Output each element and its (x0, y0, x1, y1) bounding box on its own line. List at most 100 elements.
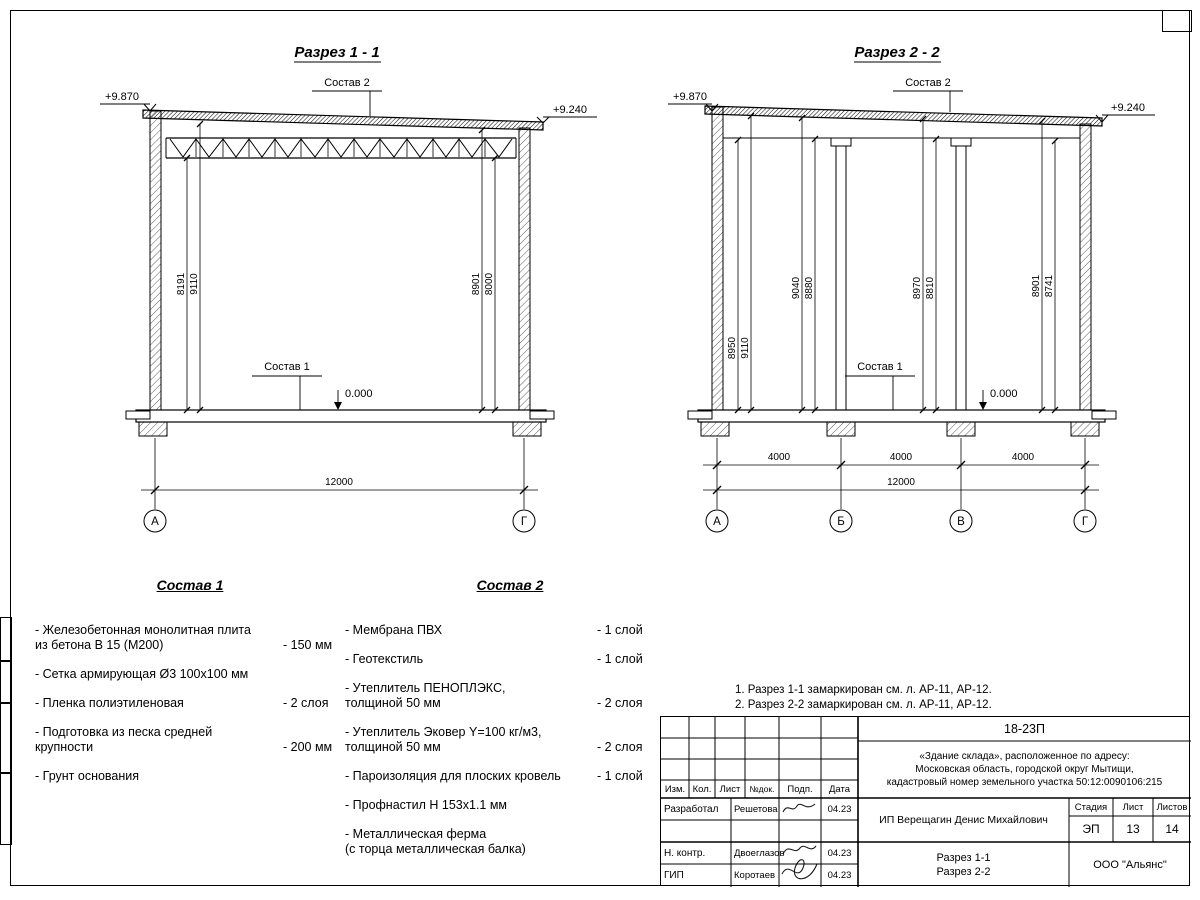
zero-level-label: 0.000 (345, 388, 373, 400)
axis-label: В (957, 516, 965, 528)
axis-label: Г (521, 516, 528, 528)
role-gip: ГИП (664, 870, 684, 881)
material-value: - 150 мм (283, 638, 333, 652)
material-item: - Мембрана ПВХ - 1 слой (345, 623, 675, 638)
dim-label: 8901 (471, 272, 482, 295)
corner-box (1162, 10, 1192, 32)
sheet-frame (10, 10, 1190, 886)
dim-label: 8191 (176, 272, 187, 295)
footing (826, 421, 856, 437)
material-item: - Геотекстиль - 1 слой (345, 652, 675, 667)
margin-box (0, 702, 12, 774)
sheets-header: Листов (1156, 801, 1188, 813)
stage-value: ЭП (1082, 822, 1100, 836)
material-value: - 2 слоя (283, 696, 329, 710)
material-item: - Железобетонная монолитная плита из бет… (35, 623, 345, 653)
sheets-value: 14 (1165, 822, 1179, 836)
col-header-list: Лист (719, 783, 741, 795)
material-item: - Утеплитель ПЕНОПЛЭКС, толщиной 50 мм -… (345, 681, 675, 711)
axis-label: А (151, 516, 159, 528)
margin-box (0, 772, 12, 845)
horizontal-dimension (141, 438, 538, 509)
dim-label: 9110 (189, 273, 200, 295)
project-line: кадастровый номер земельного участка 50:… (886, 777, 1163, 788)
elevation-label: +9.240 (1111, 102, 1145, 114)
axis-bubble (949, 509, 973, 533)
footing (700, 421, 730, 437)
project-line: «Здание склада», расположенное по адресу… (919, 751, 1130, 762)
material-text: - Профнастил Н 153х1.1 мм (345, 798, 508, 812)
footing (512, 421, 542, 437)
material-text: - Железобетонная монолитная плита из бет… (35, 623, 251, 652)
material-text: - Металлическая ферма (с торца металличе… (345, 827, 526, 856)
floor-toe (529, 410, 555, 420)
sheet-title-line: Разрез 1-1 (936, 851, 991, 864)
dim-label: 8741 (1044, 274, 1055, 297)
sostav2-callout: Состав 2 (324, 77, 370, 89)
floor-toe (125, 410, 151, 420)
material-value: - 200 мм (283, 740, 333, 754)
truss (165, 137, 517, 159)
name-razrabotal: Решетова (734, 803, 778, 815)
sheet-header: Лист (1122, 801, 1144, 813)
material-value: - 2 слоя (597, 696, 643, 710)
sostav1-callout: Состав 1 (857, 361, 903, 373)
material-value: - 1 слой (597, 623, 643, 637)
axis-bubble (512, 509, 536, 533)
floor-slab (697, 409, 1106, 423)
material-text: - Утеплитель ПЕНОПЛЭКС, толщиной 50 мм (345, 681, 506, 710)
date-nkontr: 04.23 (827, 847, 852, 859)
title-block: 18-23П «Здание склада», расположенное по… (660, 716, 1191, 887)
composition-list-2: Состав 2 - Мембрана ПВХ - 1 слой - Геоте… (345, 578, 675, 871)
axis-bubble (143, 509, 167, 533)
role-nkontr: Н. контр. (664, 847, 706, 859)
composition2-title: Состав 2 (476, 577, 544, 593)
dim-label: 8000 (484, 272, 495, 295)
dim-label: 8810 (925, 276, 936, 299)
material-text: - Пленка полиэтиленовая (35, 696, 184, 710)
signature (782, 803, 816, 813)
right-wall (518, 127, 531, 421)
sheet-title: Разрез 1-1 Разрез 2-2 (858, 842, 1069, 887)
zero-arrow (979, 402, 987, 410)
roof-slab (142, 109, 544, 131)
elevation-mark (100, 103, 597, 124)
name-nkontr: Двоеглазов (734, 847, 785, 859)
material-text: - Геотекстиль (345, 652, 424, 666)
composition-list-1: Состав 1 - Железобетонная монолитная пли… (35, 578, 345, 798)
organization-name: ООО "Альянс" (1093, 858, 1167, 871)
roof-slab (704, 105, 1103, 127)
material-item: - Профнастил Н 153х1.1 мм (345, 798, 675, 813)
footing (138, 421, 168, 437)
material-text: - Грунт основания (35, 769, 140, 783)
left-wall (711, 106, 724, 421)
date-gip: 04.23 (827, 870, 852, 881)
titleblock-grid (661, 717, 1191, 887)
elevation-label: +9.870 (105, 91, 139, 103)
material-text: - Подготовка из песка средней крупности (35, 725, 213, 754)
material-item: - Утеплитель Эковер Y=100 кг/м3, толщино… (345, 725, 675, 755)
zero-level-label: 0.000 (990, 388, 1018, 400)
axis-label: Г (1082, 516, 1089, 528)
col-header-kol: Кол. (692, 783, 712, 795)
axis-bubble (1073, 509, 1097, 533)
signature (781, 859, 818, 880)
right-wall (1079, 123, 1092, 421)
dim-label: 9040 (791, 276, 802, 299)
sheet-title-line: Разрез 2-2 (936, 865, 991, 878)
note-line: 1. Разрез 1-1 замаркирован см. л. АР-11,… (735, 684, 992, 696)
vertical-dimensions (734, 112, 1059, 414)
material-item: - Пароизоляция для плоских кровель - 1 с… (345, 769, 675, 784)
sheet-value: 13 (1126, 822, 1140, 836)
col-header-ndok: №док. (749, 784, 775, 794)
section1-title: Разрез 1 - 1 (294, 44, 379, 61)
section-2-2: Разрез 2 - 2 +9.870 +9.240 (668, 44, 1155, 533)
col-header-data: Дата (828, 783, 851, 795)
project-line: Московская область, городской округ Мыти… (915, 764, 1134, 775)
signature (782, 845, 817, 855)
material-text: - Пароизоляция для плоских кровель (345, 769, 561, 783)
material-text: - Сетка армирующая Ø3 100х100 мм (35, 667, 249, 681)
col-header-izm: Изм. (664, 783, 686, 795)
material-text: - Утеплитель Эковер Y=100 кг/м3, толщино… (345, 725, 542, 754)
